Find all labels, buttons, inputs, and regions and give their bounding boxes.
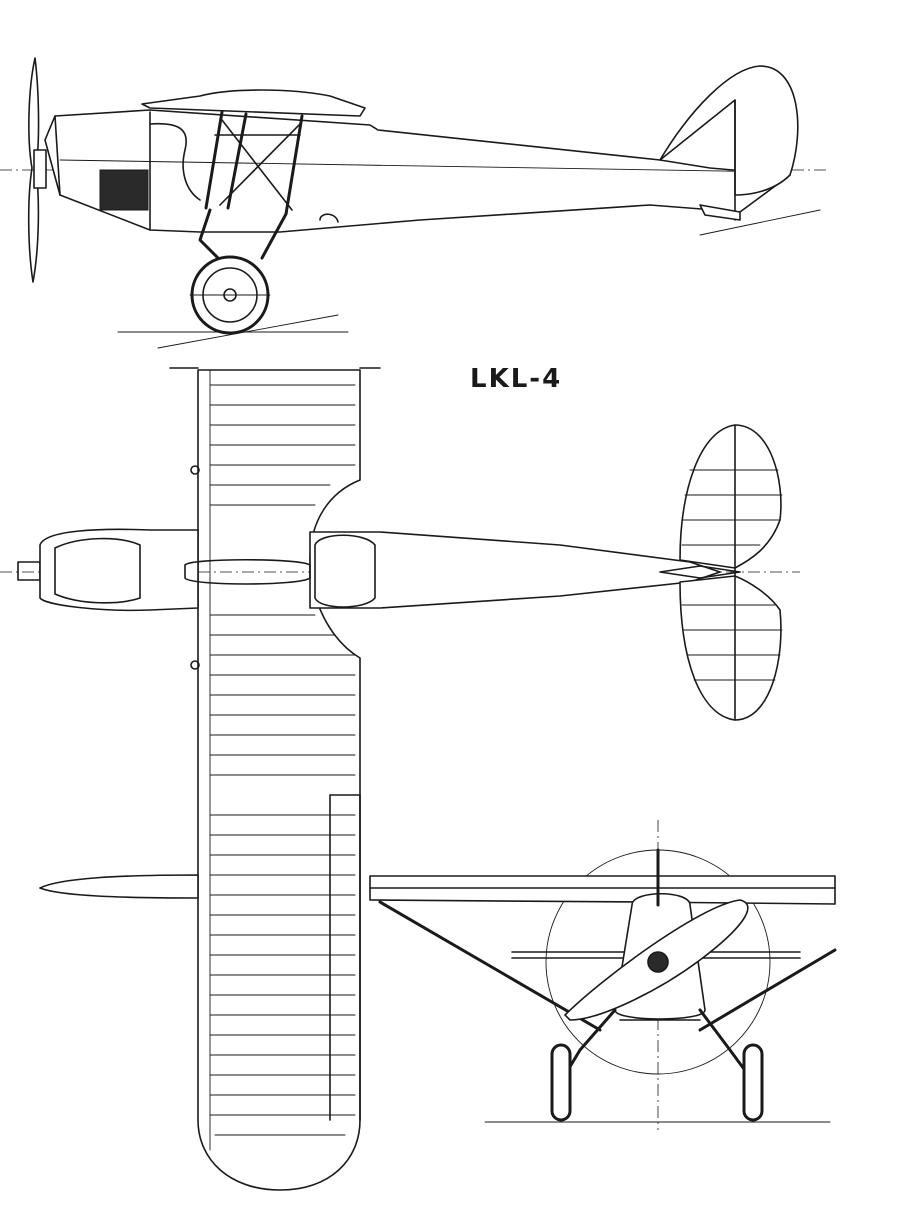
fuselage-side — [45, 110, 790, 232]
wing-strut-left — [380, 902, 600, 1030]
landing-gear-front — [552, 1010, 762, 1120]
tail-side — [660, 66, 820, 235]
wing-strut-plan — [40, 875, 198, 898]
front-view — [370, 820, 835, 1130]
wing-front — [370, 876, 835, 904]
tailplane-plan — [660, 425, 782, 720]
side-view — [0, 58, 830, 348]
cabane-struts — [206, 112, 302, 214]
wing-plan — [170, 368, 380, 1190]
plan-view — [0, 368, 800, 1190]
propeller-side — [29, 58, 46, 282]
landing-gear-side — [190, 210, 286, 333]
wing-ribs — [210, 385, 355, 1135]
wing-side — [142, 90, 365, 116]
wing-strut-right — [700, 950, 835, 1030]
aircraft-title: LKL-4 — [470, 364, 563, 394]
fuselage-plan — [0, 466, 800, 669]
